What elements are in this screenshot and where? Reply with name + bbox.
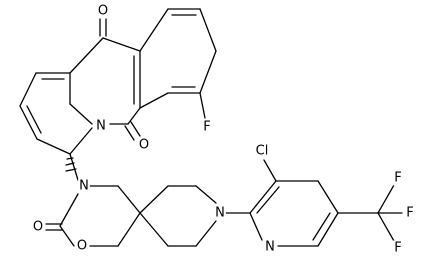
atom-labels: O O F N N O O N Cl N F F F [33, 4, 414, 256]
label-background [214, 205, 226, 221]
fluorine-1-label: F [394, 171, 401, 186]
label-background [405, 205, 415, 221]
label-background [254, 143, 270, 159]
oxygen-mid-label: O [139, 138, 149, 153]
label-background [393, 170, 403, 186]
label-background [202, 119, 212, 135]
fluorine-ring-label: F [203, 120, 210, 135]
label-background [31, 219, 45, 235]
nitrogen-piperidine-label: N [215, 206, 225, 221]
label-background [264, 239, 276, 255]
label-background [78, 178, 90, 194]
label-background [137, 137, 151, 153]
label-background [95, 118, 107, 134]
nitrogen-pyridine-label: N [265, 240, 275, 255]
label-background [75, 238, 89, 254]
oxygen-ring-label: O [77, 239, 87, 254]
oxygen-carbonyl-label: O [33, 220, 43, 235]
nitrogen-ring-label: N [96, 119, 106, 134]
oxygen-top-label: O [98, 4, 108, 19]
label-background [393, 240, 403, 256]
chlorine-label: Cl [256, 144, 269, 159]
nitrogen-amide-label: N [79, 179, 89, 194]
bonds [19, 8, 403, 247]
fluorine-2-label: F [406, 206, 413, 221]
fluorine-3-label: F [394, 241, 401, 256]
label-background [96, 3, 110, 19]
